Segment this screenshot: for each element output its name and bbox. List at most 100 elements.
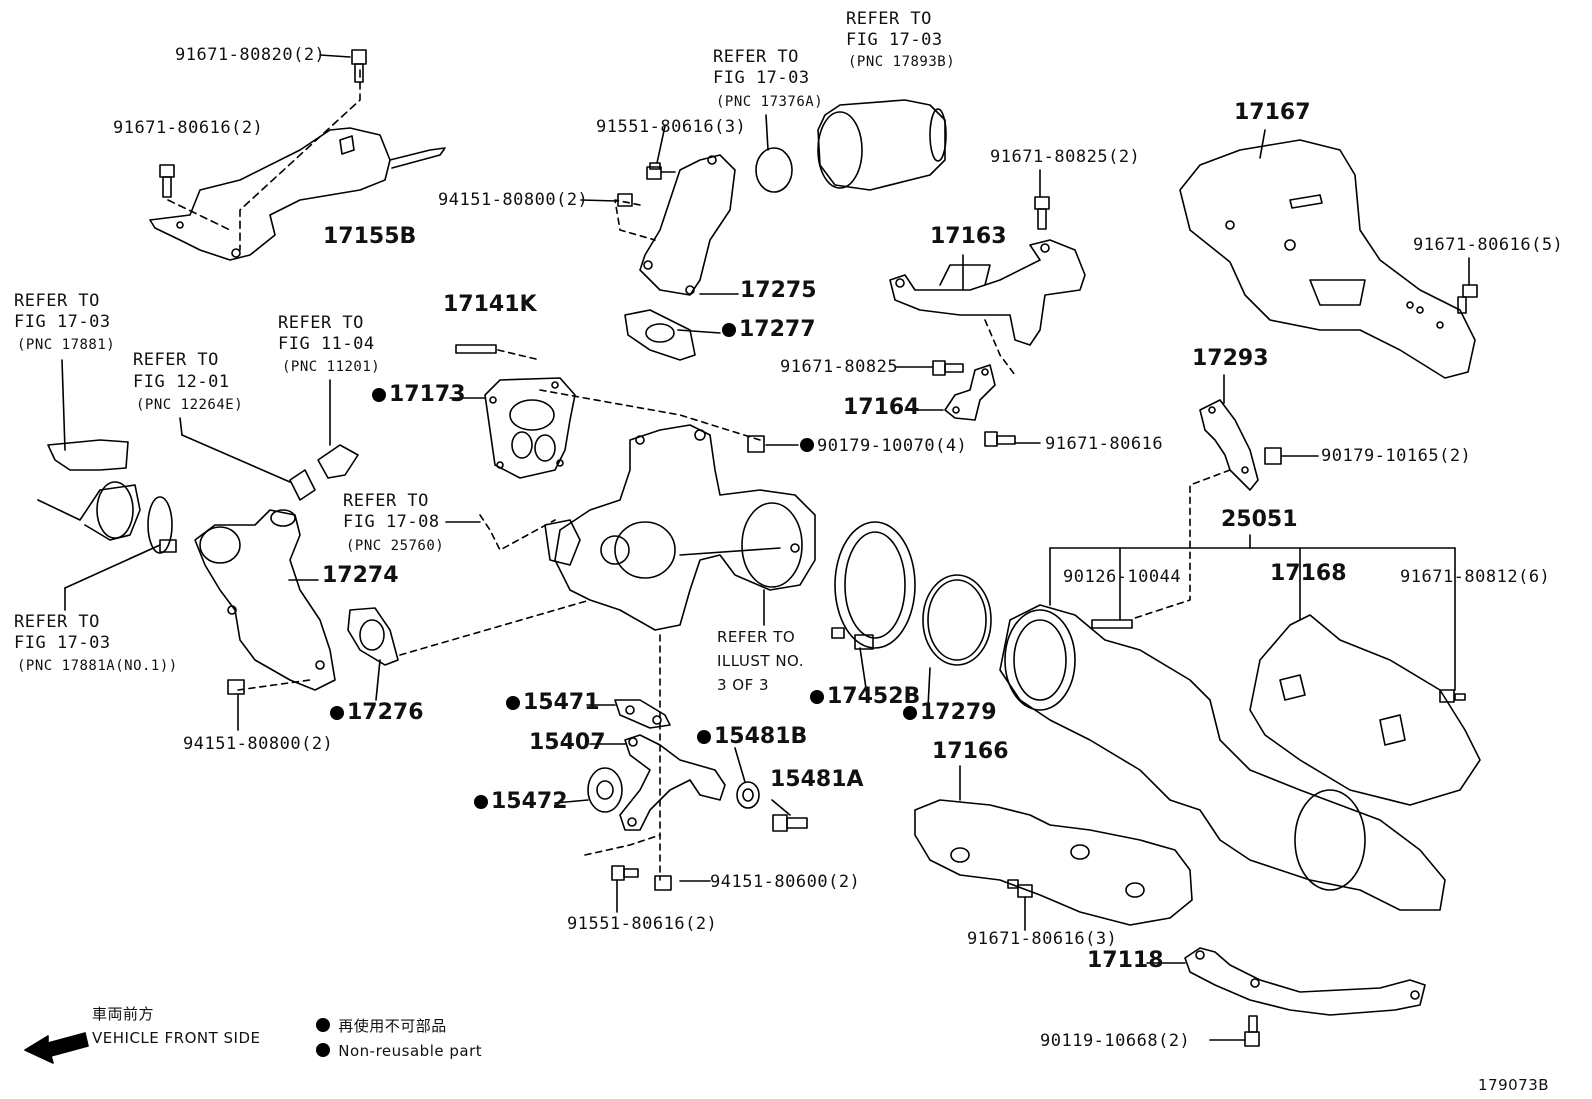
label-17452b: 17452B (810, 686, 920, 708)
stay-17275-shape (639, 154, 736, 296)
label-91671-80616: 91671-80616 (1045, 434, 1164, 454)
nut-90179-10165 (1264, 447, 1282, 465)
non-reusable-dot-icon (697, 730, 711, 744)
hose-11201-shape (317, 444, 359, 479)
label-17279: 17279 (903, 702, 997, 724)
label-91671-80616-5: 91671-80616(5) (1413, 235, 1564, 255)
bolt-91551-80616-b (611, 865, 639, 881)
bolt-91551-80616-a (646, 162, 676, 180)
bolt-90119-10668 (1244, 1015, 1260, 1047)
refer-17881a-line2: FIG 17-03 (14, 633, 111, 653)
bolt-91671-80616-a (159, 164, 175, 198)
label-15481b-text: 15481B (714, 724, 808, 749)
refer-17893b-line2: FIG 17-03 (846, 30, 943, 50)
label-90119-10668: 90119-10668(2) (1040, 1031, 1191, 1051)
label-17275: 17275 (740, 278, 817, 303)
refer-illust-line2: ILLUST NO. (717, 652, 805, 670)
refer-11201-line2: FIG 11-04 (278, 334, 375, 354)
gasket-15472-shape (587, 767, 623, 813)
gasket-17279-shape (922, 574, 992, 666)
label-17279-text: 17279 (920, 700, 997, 725)
pipe-17274-shape (194, 509, 336, 691)
label-17163: 17163 (930, 224, 1007, 249)
gasket-17277-shape (624, 309, 696, 361)
non-reusable-dot-icon (316, 1043, 330, 1057)
bolt-91671-80616-5 (1457, 284, 1478, 314)
bolt-91671-80820 (351, 49, 367, 83)
label-17164: 17164 (843, 395, 920, 420)
label-94151-80800-2a: 94151-80800(2) (438, 190, 589, 210)
refer-17376a-line3: (PNC 17376A) (716, 94, 824, 110)
legend-front-en: VEHICLE FRONT SIDE (92, 1029, 261, 1047)
converter-17893b-shape (817, 99, 947, 191)
refer-17881a-line3: (PNC 17881A(NO.1)) (17, 658, 178, 674)
refer-12264e-line2: FIG 12-01 (133, 372, 230, 392)
label-17277: 17277 (722, 319, 816, 341)
refer-25760-line1: REFER TO (343, 491, 429, 511)
label-17274: 17274 (322, 563, 399, 588)
label-90179-10070: 90179-10070(4) (800, 437, 967, 455)
non-reusable-dot-icon (372, 388, 386, 402)
label-91671-80616-3: 91671-80616(3) (967, 929, 1118, 949)
label-17141k: 17141K (443, 292, 537, 317)
refer-11201-line3: (PNC 11201) (282, 359, 381, 375)
gasket-15471-shape (614, 699, 671, 729)
label-90126-10044: 90126-10044 (1063, 567, 1182, 587)
hose-17881-shape (37, 439, 141, 541)
label-91551-80616-3: 91551-80616(3) (596, 117, 747, 137)
stud-17141k (455, 344, 497, 354)
label-91671-80820: 91671-80820(2) (175, 45, 326, 65)
label-17118: 17118 (1087, 948, 1164, 973)
turbo-17201-shape (544, 424, 816, 631)
insulator-17168-shape (1249, 614, 1481, 806)
refer-17881-line2: FIG 17-03 (14, 312, 111, 332)
bracket-17163-shape (889, 239, 1086, 346)
label-17452b-text: 17452B (827, 684, 921, 709)
converter-25051-shape (999, 604, 1446, 911)
refer-12264e-line1: REFER TO (133, 350, 219, 370)
figure-id: 179073B (1478, 1076, 1550, 1094)
gasket-17173-shape (484, 377, 576, 479)
gasket-15481b-shape (736, 781, 760, 809)
stay-17118-shape (1184, 947, 1426, 1016)
bolt-91671-80616-b (984, 431, 1016, 447)
nut-94151-80600 (654, 875, 672, 891)
clamp-shape (147, 496, 177, 554)
refer-12264e-line3: (PNC 12264E) (136, 397, 244, 413)
stay-17164-shape (944, 364, 996, 421)
non-reusable-dot-icon (330, 706, 344, 720)
label-94151-80800-2b: 94151-80800(2) (183, 734, 334, 754)
refer-17881-line1: REFER TO (14, 291, 100, 311)
refer-11201-line1: REFER TO (278, 313, 364, 333)
label-15472: 15472 (474, 791, 568, 813)
bolt-91671-80616-3 (1007, 879, 1033, 898)
label-15481b: 15481B (697, 726, 807, 748)
bolt-91671-80825-a (1034, 196, 1050, 230)
refer-17881a-line1: REFER TO (14, 612, 100, 632)
legend-nonreuse-jp: 再使用不可部品 (316, 1017, 447, 1035)
clamp-17452b-shape (831, 521, 916, 650)
pipe-15407-shape (619, 734, 726, 831)
label-15471-text: 15471 (523, 690, 600, 715)
legend-front-jp: 車両前方 (92, 1005, 155, 1023)
legend-nonreuse-en-text: Non-reusable part (338, 1042, 483, 1060)
legend-nonreuse-jp-text: 再使用不可部品 (338, 1017, 447, 1035)
insulator-17166-shape (914, 799, 1193, 926)
label-17277-text: 17277 (739, 317, 816, 342)
label-15471: 15471 (506, 692, 600, 714)
label-91551-80616-2: 91551-80616(2) (567, 914, 718, 934)
refer-25760-line3: (PNC 25760) (346, 538, 445, 554)
nut-94151-80800-b (227, 679, 245, 695)
legend-nonreuse-en: Non-reusable part (316, 1042, 482, 1060)
label-15407: 15407 (529, 730, 606, 755)
refer-17376a-line1: REFER TO (713, 47, 799, 67)
refer-17893b-line1: REFER TO (846, 9, 932, 29)
bolt-91671-80812 (1439, 689, 1466, 703)
label-25051: 25051 (1221, 507, 1298, 532)
gasket-17376a-shape (755, 147, 793, 193)
label-15481a: 15481A (770, 767, 864, 792)
label-17276-text: 17276 (347, 700, 424, 725)
label-17155b: 17155B (323, 224, 417, 249)
